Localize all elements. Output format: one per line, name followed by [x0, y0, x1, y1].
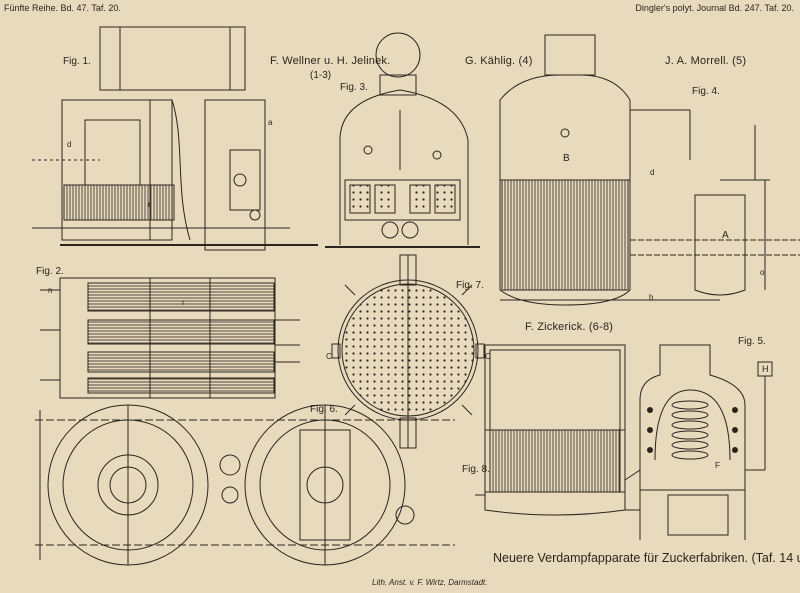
fig7-label: Fig. 7.: [456, 280, 484, 291]
fig7-drawing: [331, 254, 485, 449]
label-n-fig2: n: [48, 286, 53, 295]
label-a-fig1: a: [268, 118, 273, 127]
header-left: Fünfte Reihe. Bd. 47. Taf. 20.: [4, 3, 121, 13]
fig5-label: Fig. 5.: [738, 336, 766, 347]
fig2-drawing: [40, 277, 300, 399]
label-F-fig5: F: [715, 461, 720, 470]
fig1-drawing: [32, 26, 318, 251]
footer-lithographer: Lith. Anst. v. F. Wirtz, Darmstadt.: [372, 578, 488, 587]
label-d-fig4: d: [650, 168, 655, 177]
fig6-drawing: [35, 404, 455, 566]
label-o-fig4: o: [760, 268, 765, 277]
label-H-fig5: H: [762, 364, 769, 374]
header-right: Dingler's polyt. Journal Bd. 247. Taf. 2…: [635, 3, 794, 13]
label-d-fig1: d: [67, 140, 72, 149]
fig4-drawing: [499, 34, 800, 306]
fig3-drawing: [325, 32, 480, 248]
author-kaehlig: G. Kählig. (4): [465, 55, 533, 67]
author-morrell: J. A. Morrell. (5): [665, 55, 747, 67]
label-A-fig4: A: [722, 230, 729, 241]
fig5-drawing: [639, 344, 773, 540]
fig8-label: Fig. 8.: [462, 464, 490, 475]
fig4-label: Fig. 4.: [692, 86, 720, 97]
fig1-label: Fig. 1.: [63, 56, 91, 67]
fig8-drawing: [475, 344, 641, 516]
plate-title: Neuere Verdampfapparate für Zuckerfabrik…: [493, 551, 800, 565]
label-B-fig4: B: [563, 153, 570, 164]
label-C-fig7: C: [326, 352, 332, 361]
author-wellner: F. Wellner u. H. Jelinek.: [270, 55, 391, 67]
fig6-label: Fig. 6.: [310, 404, 338, 415]
fig3-label: Fig. 3.: [340, 82, 368, 93]
label-r-fig2: r: [182, 298, 185, 307]
author-zickerick: F. Zickerick. (6-8): [525, 321, 614, 333]
label-h-fig4: h: [649, 293, 654, 302]
fig2-label: Fig. 2.: [36, 266, 64, 277]
author-wellner-figs: (1-3): [310, 70, 332, 81]
label-C-fig7-right: C: [485, 352, 491, 361]
label-r-fig1: r: [148, 200, 151, 209]
